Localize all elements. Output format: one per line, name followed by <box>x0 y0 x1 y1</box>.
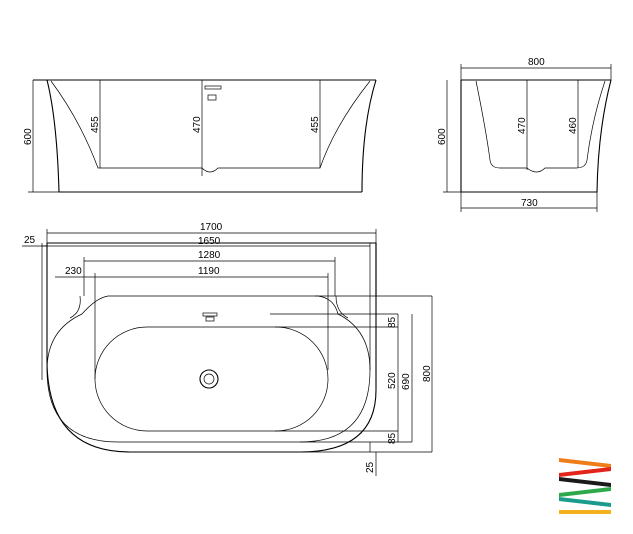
top-rim-bottom-label: 85 <box>387 432 398 444</box>
side-left-wall <box>46 79 60 193</box>
end-depth-left-label: 470 <box>517 117 528 134</box>
top-view: 1700 25 1650 1280 230 1190 85 520 <box>22 222 433 476</box>
logo-stripe <box>559 477 611 487</box>
end-base-label: 730 <box>521 198 538 209</box>
top-offset-left-small-label: 25 <box>24 235 36 246</box>
logo-stripe <box>559 467 611 477</box>
logo-stripe <box>559 497 611 507</box>
logo-stripe <box>559 487 611 497</box>
top-offset-left-label: 230 <box>65 266 82 277</box>
end-depth-right-label: 460 <box>568 117 579 134</box>
side-view: 600 455 470 455 <box>23 79 377 193</box>
brand-stripes-logo <box>559 458 611 514</box>
side-depth-right-label: 455 <box>310 116 321 133</box>
side-drain-icon <box>207 94 217 101</box>
side-overflow-icon <box>204 85 222 90</box>
side-depth-left-label: 455 <box>90 116 101 133</box>
top-overall-width-label: 800 <box>422 365 433 382</box>
side-basin-outline <box>50 80 371 173</box>
top-rim-outline <box>46 295 371 443</box>
end-height-label: 600 <box>437 128 448 145</box>
side-right-wall <box>361 79 377 193</box>
top-outer-shell <box>46 243 377 453</box>
logo-stripe <box>559 458 611 468</box>
top-basin-width-label: 520 <box>387 372 398 389</box>
top-overall-length-label: 1700 <box>200 222 223 233</box>
side-height-label: 600 <box>23 128 34 145</box>
top-overflow-icon <box>202 312 218 317</box>
top-rim-top-label: 85 <box>387 316 398 328</box>
top-inner-length-label: 1650 <box>198 236 221 247</box>
end-width-label: 800 <box>528 57 545 68</box>
top-bottom-length-label: 1190 <box>198 266 220 277</box>
top-basin-length-label: 1280 <box>198 250 221 261</box>
end-shell-outline <box>460 79 612 193</box>
end-view: 800 600 470 460 730 <box>437 57 612 212</box>
end-basin-outline <box>475 80 606 173</box>
top-basin-outline <box>94 326 329 432</box>
logo-stripe <box>559 510 611 514</box>
side-depth-center-label: 470 <box>192 116 203 133</box>
top-inner-width-label: 690 <box>401 373 412 390</box>
drain-icon <box>199 369 219 389</box>
top-offset-bottom-label: 25 <box>365 461 376 473</box>
